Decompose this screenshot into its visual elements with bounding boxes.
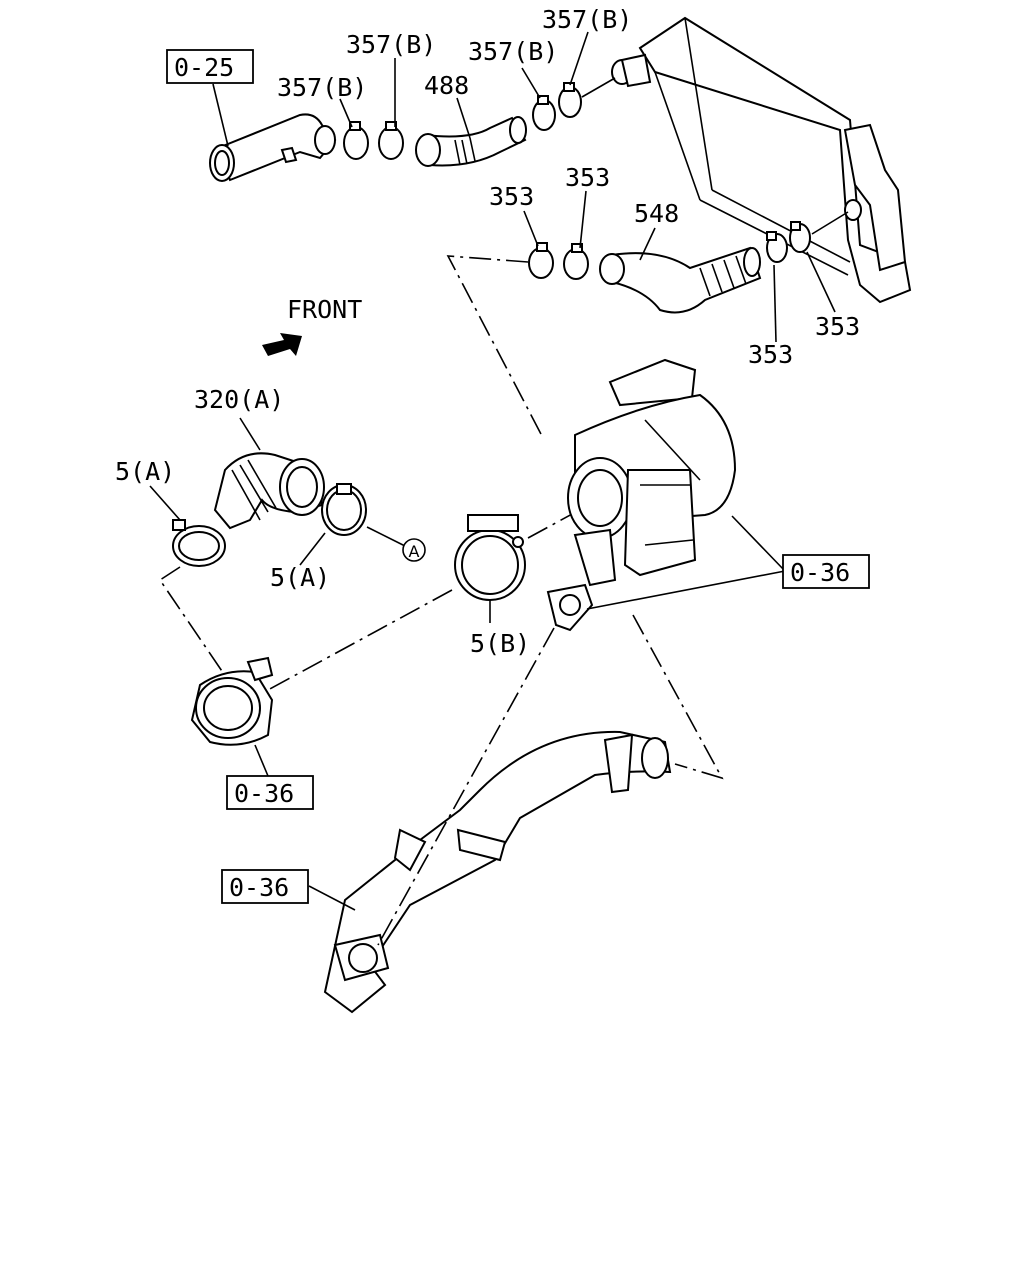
exhaust-pipe xyxy=(323,730,672,1014)
clamp-353-4 xyxy=(789,221,811,253)
callout-548: 548 xyxy=(634,199,679,228)
clamp-357b-3 xyxy=(532,95,556,131)
callout-357b-1: 357(B) xyxy=(277,73,367,102)
callout-5a-bottom: 5(A) xyxy=(270,563,330,592)
compressor-outlet xyxy=(190,656,274,746)
clamp-5a-upper xyxy=(321,483,367,536)
callout-488: 488 xyxy=(424,71,469,100)
clamp-5b xyxy=(454,514,526,601)
callout-353-1: 353 xyxy=(489,182,534,211)
callout-353-4: 353 xyxy=(815,312,860,341)
hose-488 xyxy=(415,116,527,167)
ref-box-0-36-bottom[interactable]: 0-36 xyxy=(221,869,309,904)
circle-marker-a: A xyxy=(402,538,426,562)
clamp-353-1 xyxy=(528,242,554,279)
clamp-357b-1 xyxy=(343,121,369,160)
callout-353-2: 353 xyxy=(565,163,610,192)
callout-353-3: 353 xyxy=(748,340,793,369)
front-label: FRONT xyxy=(287,295,362,324)
svg-text:0-36: 0-36 xyxy=(234,779,294,808)
clamp-357b-4 xyxy=(558,82,582,118)
clamp-353-3 xyxy=(766,231,788,263)
ref-box-0-36-right[interactable]: 0-36 xyxy=(782,554,870,589)
pipe-0-25 xyxy=(209,113,337,182)
callout-357b-4: 357(B) xyxy=(542,5,632,34)
svg-text:0-25: 0-25 xyxy=(174,53,234,82)
svg-text:0-36: 0-36 xyxy=(790,558,850,587)
clamp-357b-2 xyxy=(378,121,404,160)
gasket xyxy=(546,583,594,632)
svg-text:0-36: 0-36 xyxy=(229,873,289,902)
svg-text:A: A xyxy=(409,542,420,561)
hose-548 xyxy=(599,246,762,314)
clamp-353-2 xyxy=(563,243,589,280)
front-arrow-icon xyxy=(262,333,302,356)
hose-320a xyxy=(213,452,325,530)
callout-357b-3: 357(B) xyxy=(468,37,558,66)
ref-box-0-36-left[interactable]: 0-36 xyxy=(226,775,314,810)
turbocharger xyxy=(567,358,737,587)
callout-5b: 5(B) xyxy=(470,629,530,658)
callout-5a-left: 5(A) xyxy=(115,457,175,486)
callout-320a: 320(A) xyxy=(194,385,284,414)
callout-357b-2: 357(B) xyxy=(346,30,436,59)
ref-box-0-25[interactable]: 0-25 xyxy=(166,49,254,84)
intercooler xyxy=(611,16,912,304)
clamp-5a-left xyxy=(172,519,226,567)
leader-lines xyxy=(149,31,836,911)
